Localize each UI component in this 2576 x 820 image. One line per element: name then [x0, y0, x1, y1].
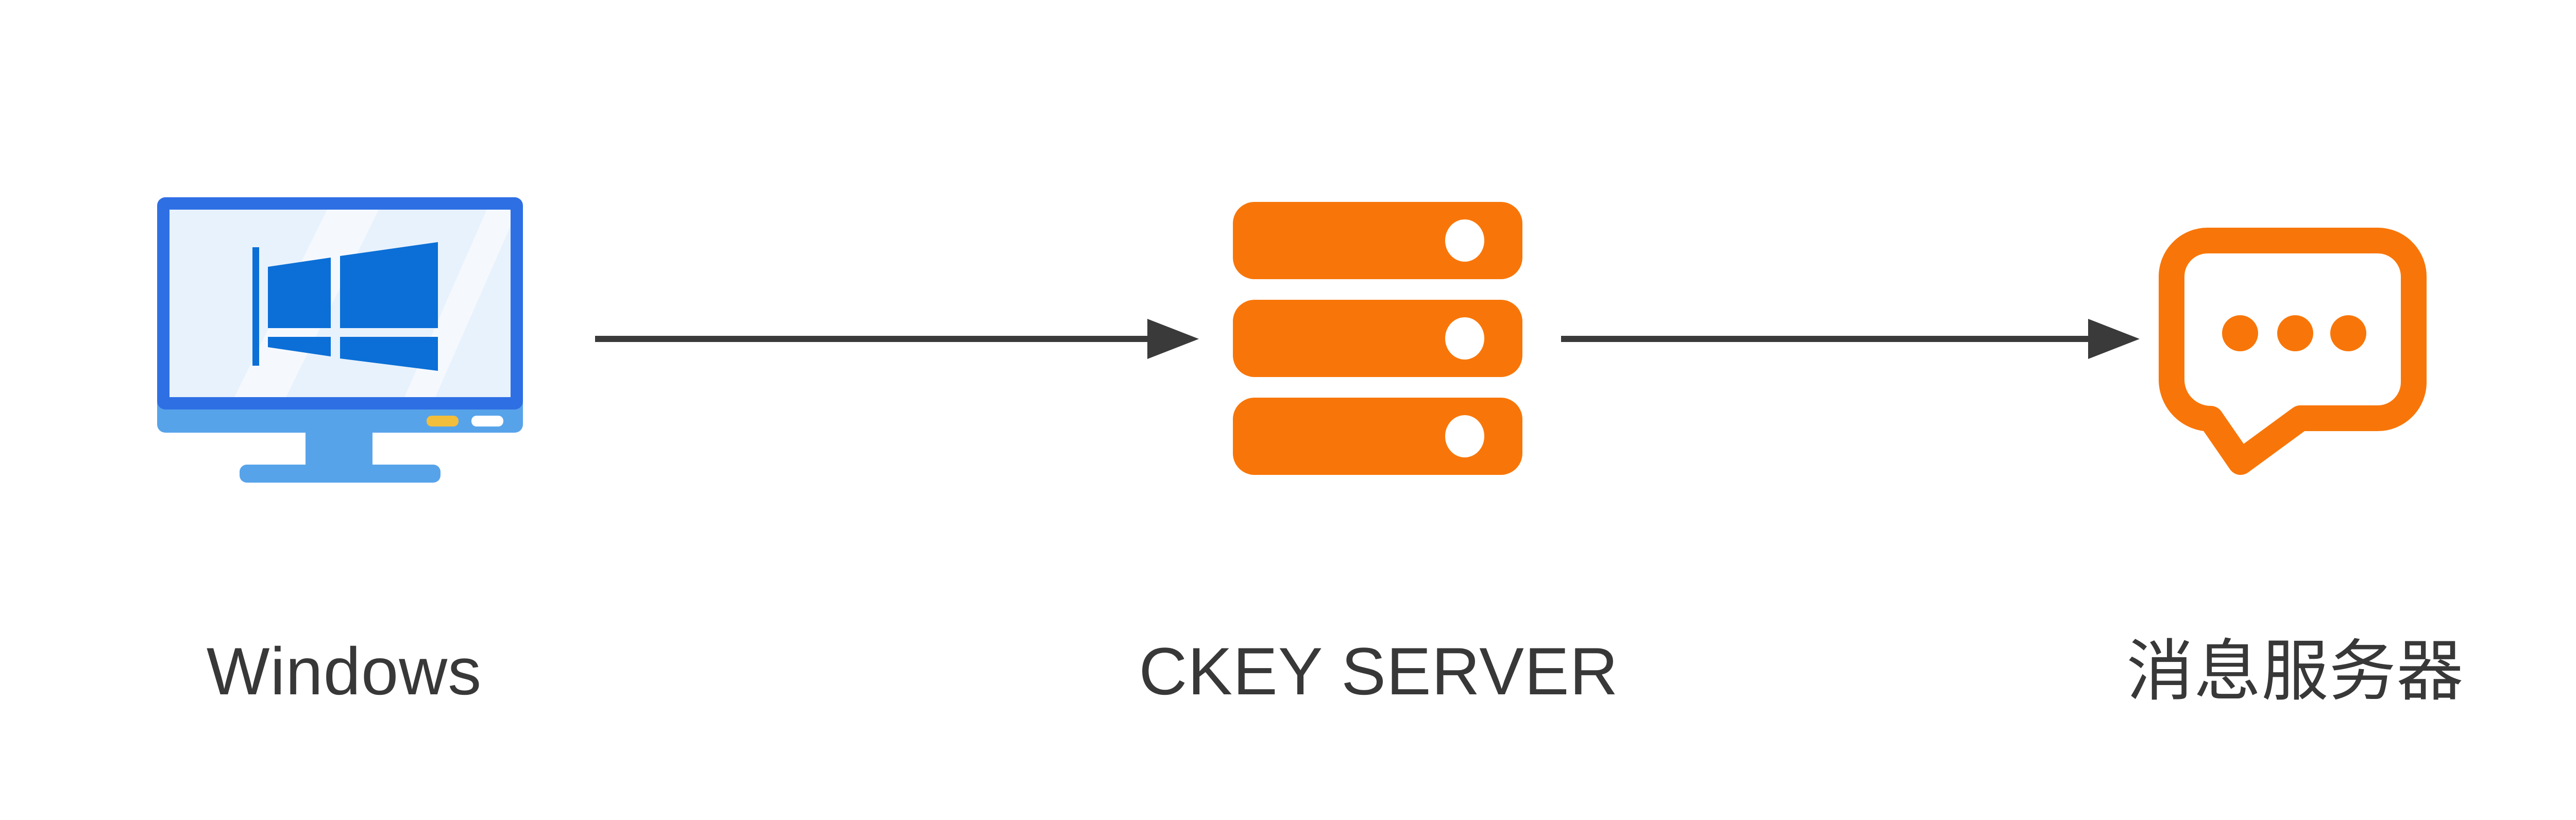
- bubble-dots: [2222, 315, 2366, 351]
- arrow-windows-to-ckey: [595, 319, 1199, 359]
- windows-desktop-icon: [157, 197, 523, 483]
- power-button-white: [471, 416, 503, 426]
- bubble-outline: [2159, 228, 2427, 475]
- arrow-head-icon: [1147, 319, 1199, 359]
- server-led-top: [1445, 219, 1484, 262]
- chat-bubble-icon: [2159, 228, 2427, 475]
- server-bar-middle: [1233, 300, 1522, 377]
- arrow-ckey-to-message: [1561, 319, 2140, 359]
- server-led-middle: [1445, 317, 1484, 360]
- node-label-windows: Windows: [206, 634, 482, 709]
- monitor-stand-neck: [306, 432, 372, 468]
- windows-logo: [252, 242, 438, 371]
- server-bar-bottom: [1233, 398, 1522, 475]
- power-button-yellow: [427, 416, 459, 426]
- monitor-stand-base: [240, 465, 440, 483]
- server-rack-icon: [1233, 202, 1522, 475]
- arrow-head-icon: [2088, 319, 2140, 359]
- node-label-message-server: 消息服务器: [2126, 634, 2464, 709]
- server-bar-top: [1233, 202, 1522, 279]
- server-led-bottom: [1445, 415, 1484, 457]
- node-label-ckey-server: CKEY SERVER: [1139, 634, 1619, 709]
